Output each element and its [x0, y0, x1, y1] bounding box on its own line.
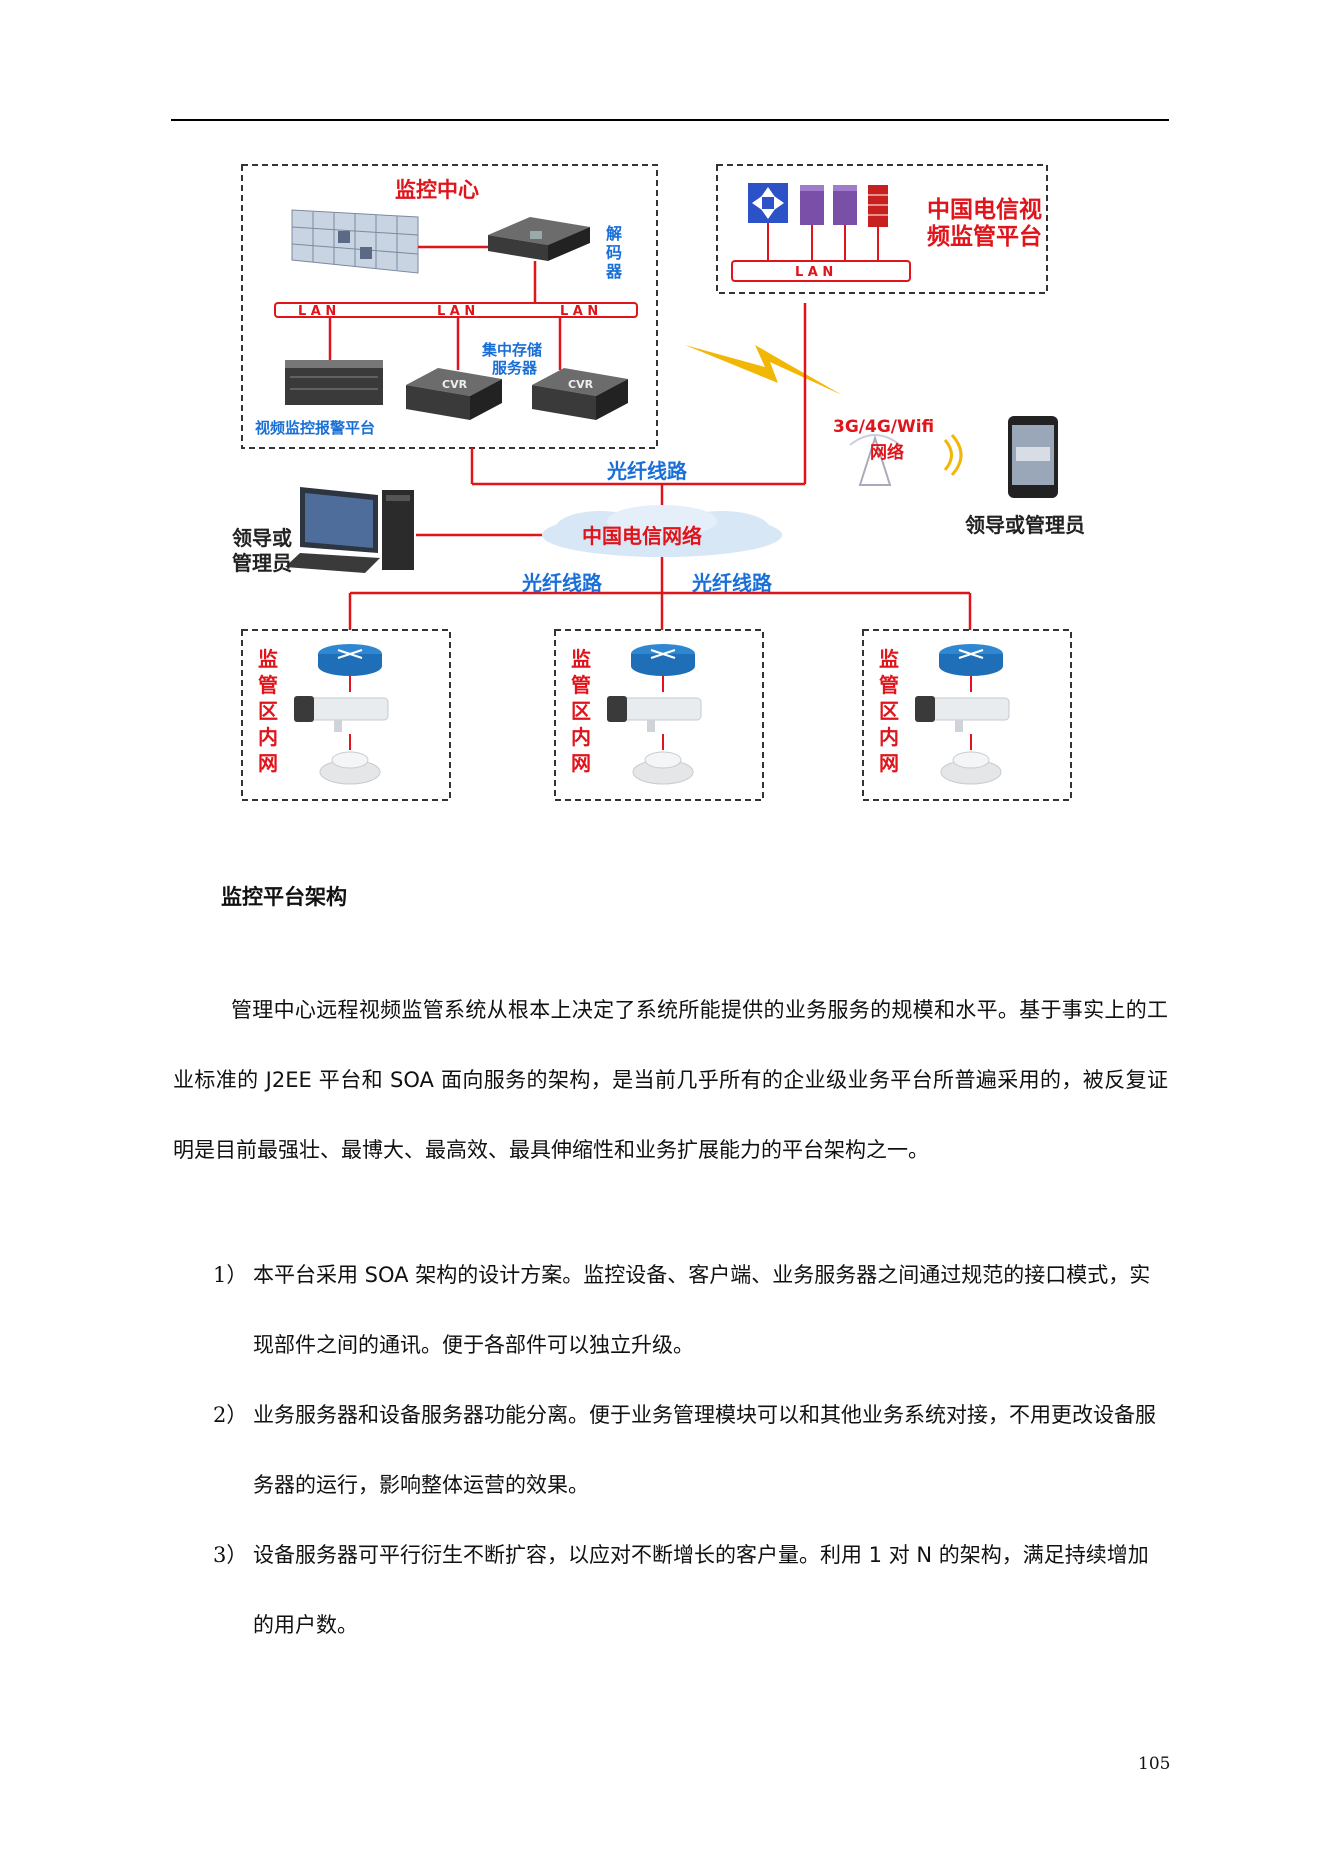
monitor-center-box: 监控中心 解 码 器 L A N L A N L A N	[241, 164, 658, 449]
network-architecture-diagram: 监控中心 解 码 器 L A N L A N L A N	[232, 164, 1085, 801]
smoke-detector-icon	[940, 751, 1002, 785]
lan-label-1: L A N	[298, 304, 336, 319]
wireless-lightning-icon	[685, 345, 842, 395]
lan-label-2: L A N	[437, 304, 475, 319]
fiber-line-label-right: 光纤线路	[691, 571, 773, 595]
telecom-network-cloud-icon	[542, 505, 782, 557]
decoder-label-2: 码	[606, 243, 622, 262]
svg-text:管: 管	[571, 673, 591, 697]
leader-left-label-1: 领导或	[232, 526, 292, 550]
decoder-device-icon	[488, 217, 590, 261]
list-item-text: 业务服务器和设备服务器功能分离。便于业务管理模块可以和其他业务系统对接，不用更改…	[253, 1403, 1156, 1497]
leader-left-label-2: 管理员	[232, 551, 292, 575]
page-number: 105	[1138, 1754, 1171, 1774]
svg-text:区: 区	[258, 699, 278, 723]
telecom-platform-box: L A N 中国电信视 频监管平台	[716, 164, 1048, 294]
router-icon	[631, 644, 695, 676]
router-icon	[318, 644, 382, 676]
telecom-lan-label: L A N	[795, 265, 833, 280]
monitor-lan-bar	[274, 302, 638, 318]
telecom-lan-bar	[731, 260, 911, 282]
smoke-detector-icon	[632, 751, 694, 785]
svg-text:监: 监	[571, 647, 591, 671]
camera-icon	[607, 696, 702, 732]
svg-text:网: 网	[571, 751, 591, 775]
svg-text:内: 内	[258, 725, 278, 749]
storage-server-label-2: 服务器	[492, 359, 538, 377]
cvr-label-1: CVR	[442, 378, 468, 391]
svg-text:网: 网	[879, 751, 899, 775]
telecom-platform-label-1: 中国电信视	[927, 196, 1042, 223]
list-item: 3） 设备服务器可平行衍生不断扩容，以应对不断增长的客户量。利用 1 对 N 的…	[213, 1520, 1168, 1660]
decoder-label-3: 器	[605, 262, 623, 281]
workstation-computer-icon	[285, 487, 414, 573]
video-wall-icon	[291, 209, 419, 274]
header-rule	[171, 119, 1169, 121]
svg-text:区: 区	[879, 699, 899, 723]
list-item: 2） 业务服务器和设备服务器功能分离。便于业务管理模块可以和其他业务系统对接，不…	[213, 1380, 1168, 1520]
storage-server-label-1: 集中存储	[481, 341, 542, 359]
cvr-storage-icon	[532, 368, 628, 420]
zone-box-3: 监 管 区 内 网	[862, 629, 1072, 801]
leader-right-label: 领导或管理员	[965, 513, 1085, 537]
camera-icon	[294, 696, 389, 732]
alarm-platform-server-icon	[285, 360, 383, 405]
camera-icon	[915, 696, 1010, 732]
svg-text:监: 监	[258, 647, 278, 671]
body-paragraph: 管理中心远程视频监管系统从根本上决定了系统所能提供的业务服务的规模和水平。基于事…	[173, 998, 1168, 1162]
list-item-number: 1）	[213, 1263, 248, 1287]
list-item-number: 3）	[213, 1543, 248, 1567]
wireless-tower-icon	[849, 434, 901, 486]
smoke-detector-icon	[319, 751, 381, 785]
svg-text:内: 内	[879, 725, 899, 749]
monitor-center-title: 监控中心	[395, 178, 479, 202]
fiber-line-label-top: 光纤线路	[606, 459, 688, 483]
router-icon	[939, 644, 1003, 676]
svg-text:监: 监	[879, 647, 899, 671]
wifi-signal-icon	[943, 433, 963, 477]
fiber-line-label-left: 光纤线路	[521, 571, 603, 595]
wireless-network-label-2: 网络	[870, 442, 904, 463]
zone-box-1: 监 管 区 内 网	[241, 629, 451, 801]
svg-text:区: 区	[571, 699, 591, 723]
list-item-text: 本平台采用 SOA 架构的设计方案。监控设备、客户端、业务服务器之间通过规范的接…	[253, 1263, 1151, 1357]
telecom-platform-label-2: 频监管平台	[927, 223, 1042, 250]
server-tower-icon	[800, 185, 824, 225]
wireless-network-label-1: 3G/4G/Wifi	[833, 417, 934, 437]
server-tower-icon	[833, 185, 857, 225]
smartphone-icon	[1008, 416, 1058, 498]
cvr-label-2: CVR	[568, 378, 594, 391]
firewall-router-icon	[748, 183, 788, 223]
list-item: 1） 本平台采用 SOA 架构的设计方案。监控设备、客户端、业务服务器之间通过规…	[213, 1240, 1168, 1380]
svg-text:管: 管	[258, 673, 278, 697]
lan-label-3: L A N	[560, 304, 598, 319]
svg-text:内: 内	[571, 725, 591, 749]
firewall-icon	[868, 185, 888, 227]
svg-text:管: 管	[879, 673, 899, 697]
telecom-network-label: 中国电信网络	[582, 524, 702, 548]
decoder-label-1: 解	[606, 224, 622, 243]
alarm-platform-label: 视频监控报警平台	[255, 419, 375, 437]
figure-caption: 监控平台架构	[221, 885, 347, 909]
cvr-storage-icon	[406, 368, 502, 420]
list-item-number: 2）	[213, 1403, 248, 1427]
zone-box-2: 监 管 区 内 网	[554, 629, 764, 801]
svg-text:网: 网	[258, 751, 278, 775]
list-item-text: 设备服务器可平行衍生不断扩容，以应对不断增长的客户量。利用 1 对 N 的架构，…	[253, 1543, 1149, 1637]
